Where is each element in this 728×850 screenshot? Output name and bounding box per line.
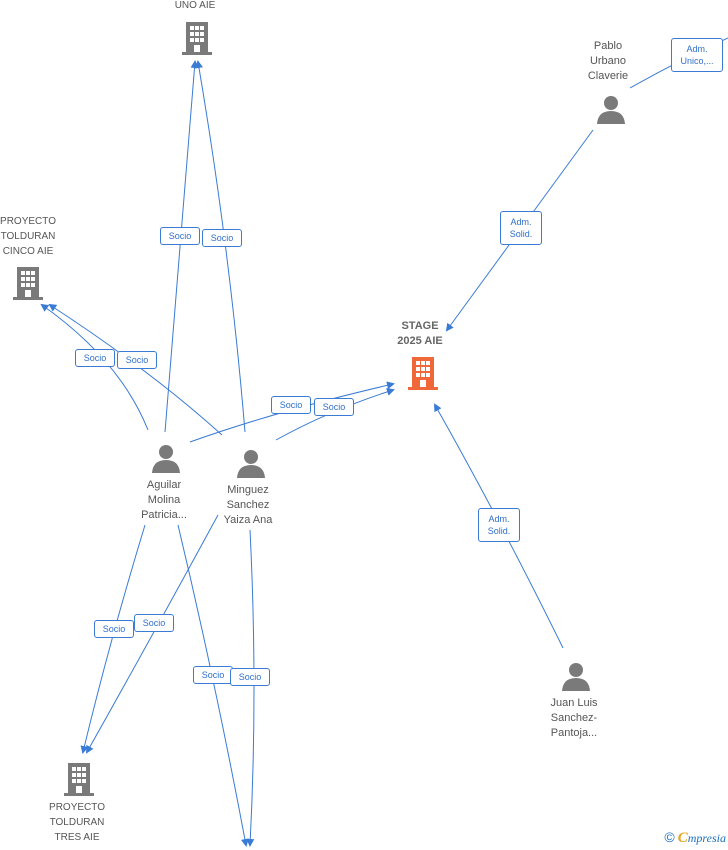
edge-badge-adm-solid: Adm. Solid. xyxy=(500,211,542,245)
edge-badge-socio: Socio xyxy=(271,396,311,414)
empresia-logo: ©Cmpresia xyxy=(664,829,726,846)
edge-minguez-tres xyxy=(86,514,219,754)
node-label-minguez[interactable]: Minguez Sanchez Yaiza Ana xyxy=(223,484,273,526)
edge-aguilar-uno xyxy=(164,60,199,433)
edge-badge-socio: Socio xyxy=(314,398,354,416)
edge-aguilar-tres xyxy=(80,524,146,754)
edge-badge-socio: Socio xyxy=(230,668,270,686)
person-icon xyxy=(561,661,591,691)
person-icon xyxy=(236,448,266,478)
edge-badge-adm-unico: Adm. Unico,... xyxy=(671,38,723,72)
edge-badge-socio: Socio xyxy=(117,351,157,369)
building-icon xyxy=(13,265,43,301)
edge-minguez-bottom xyxy=(246,529,255,847)
edge-badge-socio: Socio xyxy=(160,227,200,245)
edge-badge-socio: Socio xyxy=(94,620,134,638)
building-icon xyxy=(182,20,212,56)
edge-badge-socio: Socio xyxy=(75,349,115,367)
node-label-aguilar[interactable]: Aguilar Molina Patricia... xyxy=(141,479,187,521)
person-icon xyxy=(151,443,181,473)
edge-minguez-uno xyxy=(195,60,246,433)
edge-badge-socio: Socio xyxy=(134,614,174,632)
edge-badge-socio: Socio xyxy=(202,229,242,247)
node-label-toldurian-tres[interactable]: PROYECTO TOLDURAN TRES AIE xyxy=(49,802,105,843)
edge-badge-adm-solid: Adm. Solid. xyxy=(478,508,520,542)
edge-badge-socio: Socio xyxy=(193,666,233,684)
node-label-pablo[interactable]: Pablo Urbano Claverie xyxy=(587,40,629,82)
node-label-toldurian-cinco[interactable]: PROYECTO TOLDURAN CINCO AIE xyxy=(0,216,56,257)
node-label-juan-luis[interactable]: Juan Luis Sanchez- Pantoja... xyxy=(550,697,598,739)
edge-minguez-cinco xyxy=(48,303,223,436)
node-label-stage-2025[interactable]: STAGE 2025 AIE xyxy=(397,320,443,347)
person-icon xyxy=(596,94,626,124)
node-label-uno-aie[interactable]: UNO AIE xyxy=(174,0,216,11)
building-icon xyxy=(64,761,94,797)
building-icon-highlight xyxy=(407,355,439,391)
